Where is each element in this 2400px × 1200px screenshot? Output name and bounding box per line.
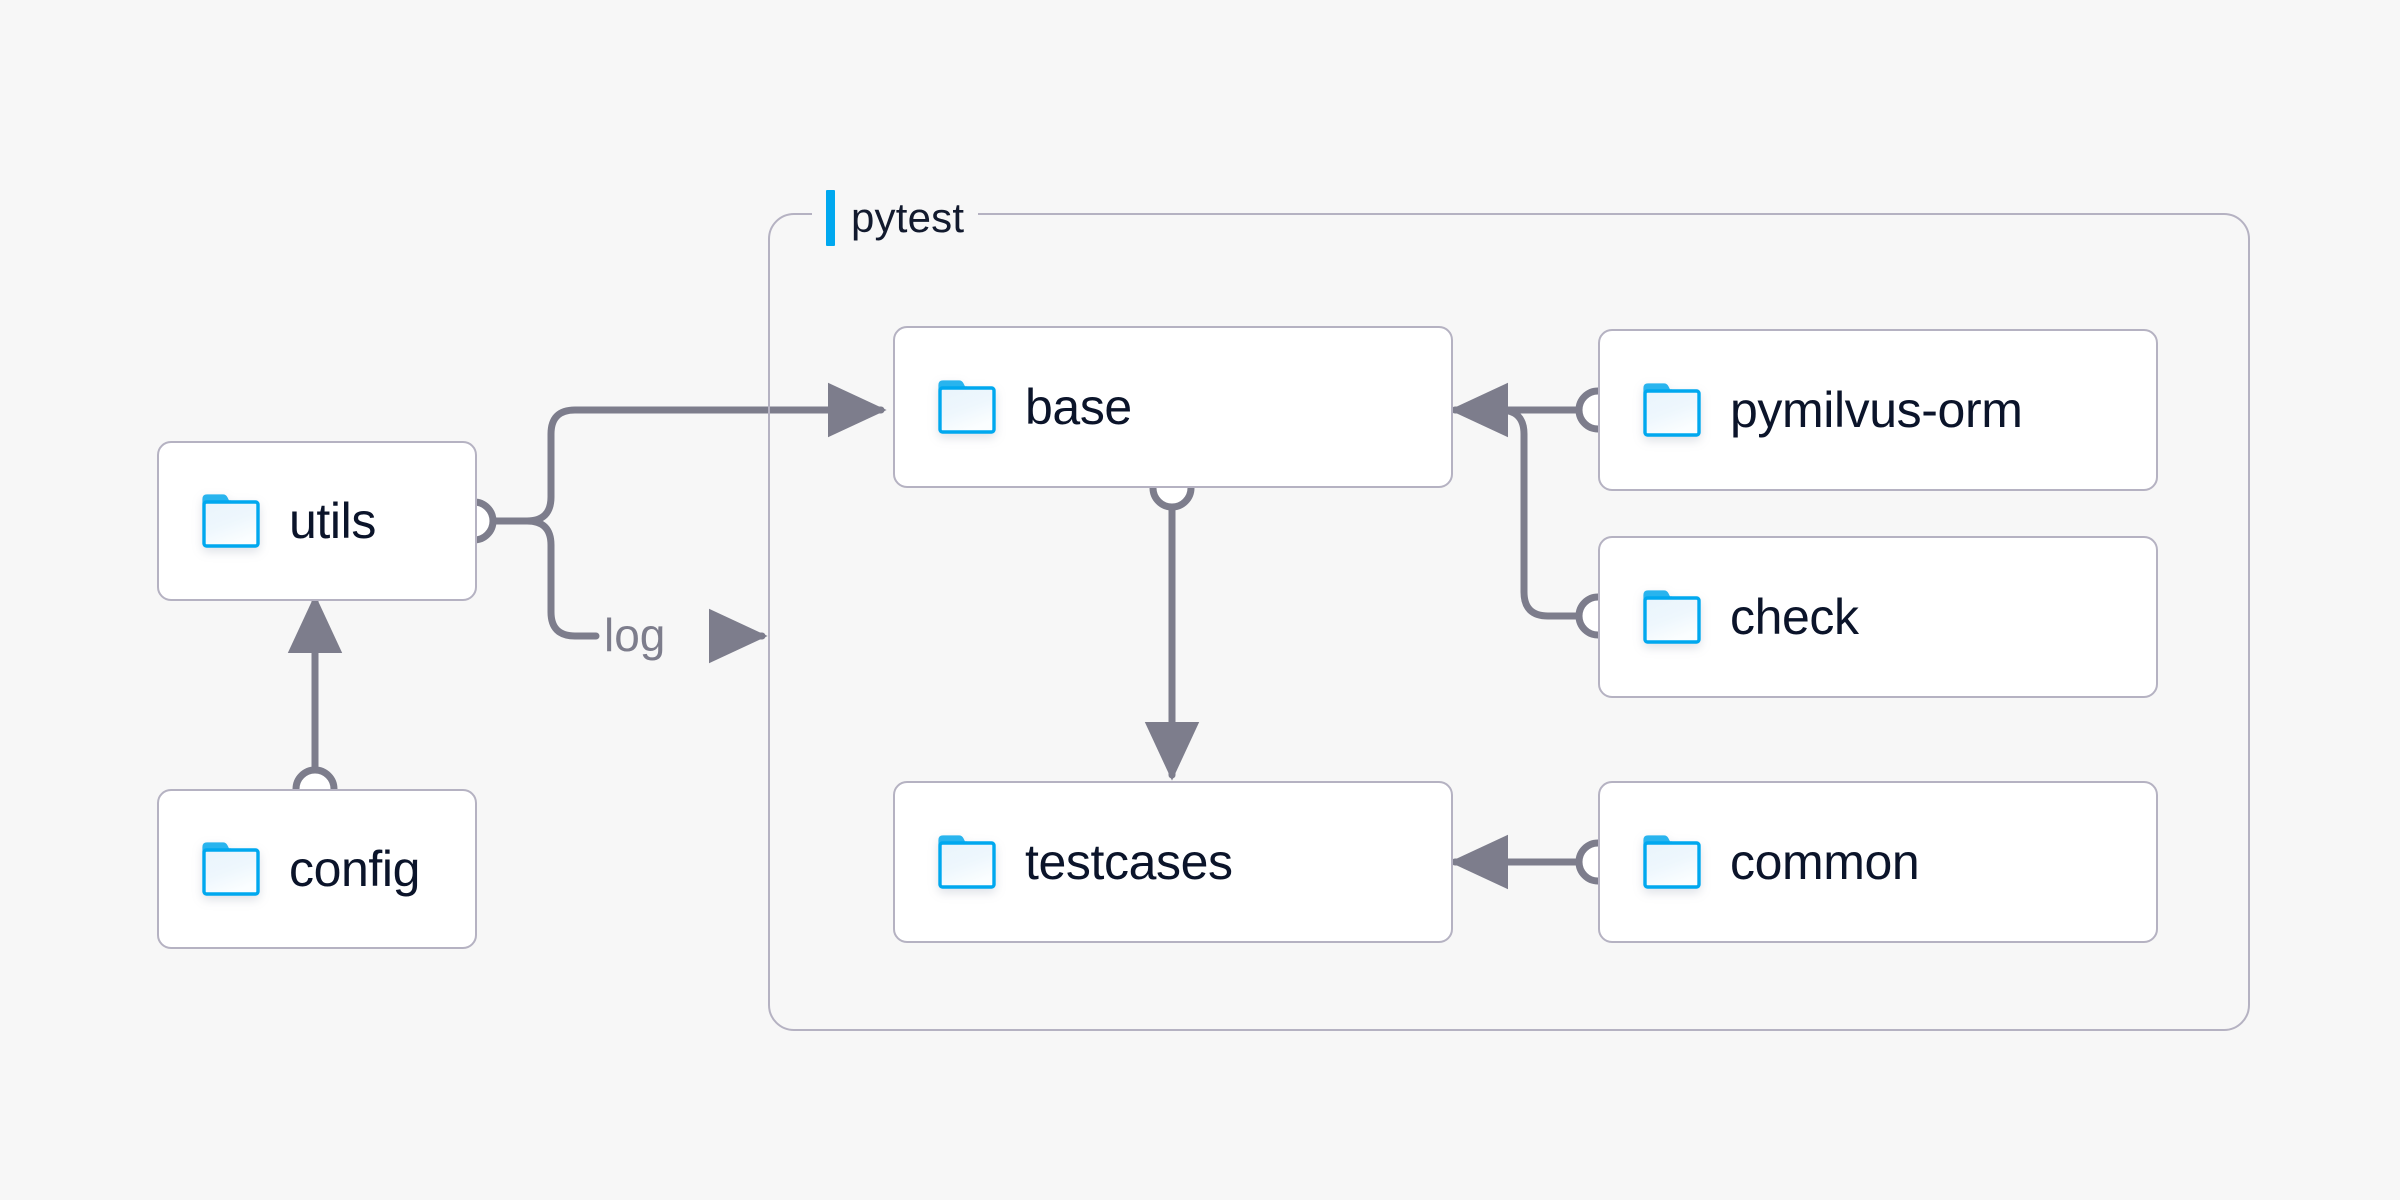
node-check[interactable]: check [1598,536,2158,698]
node-common-label: common [1730,834,1920,890]
group-pytest[interactable] [768,213,2250,1031]
node-base-label: base [1025,379,1132,435]
node-utils[interactable]: utils [157,441,477,601]
edge-label-log: log [604,609,666,661]
folder-icon [201,842,261,896]
folder-icon [1642,835,1702,889]
node-config-label: config [289,841,421,897]
group-accent-bar-icon [826,190,835,246]
node-config[interactable]: config [157,789,477,949]
node-check-label: check [1730,589,1859,645]
node-pymilvus-orm[interactable]: pymilvus-orm [1598,329,2158,491]
folder-icon [201,494,261,548]
node-testcases-label: testcases [1025,834,1233,890]
folder-icon [937,380,997,434]
node-pymilvus-orm-label: pymilvus-orm [1730,382,2023,438]
group-pytest-label-text: pytest [851,194,965,241]
group-pytest-label: pytest [812,190,979,246]
node-common[interactable]: common [1598,781,2158,943]
folder-icon [937,835,997,889]
node-utils-label: utils [289,493,376,549]
node-base[interactable]: base [893,326,1453,488]
edge-utils-to-pytest-log [523,517,600,640]
folder-icon [1642,590,1702,644]
folder-icon [1642,383,1702,437]
node-testcases[interactable]: testcases [893,781,1453,943]
